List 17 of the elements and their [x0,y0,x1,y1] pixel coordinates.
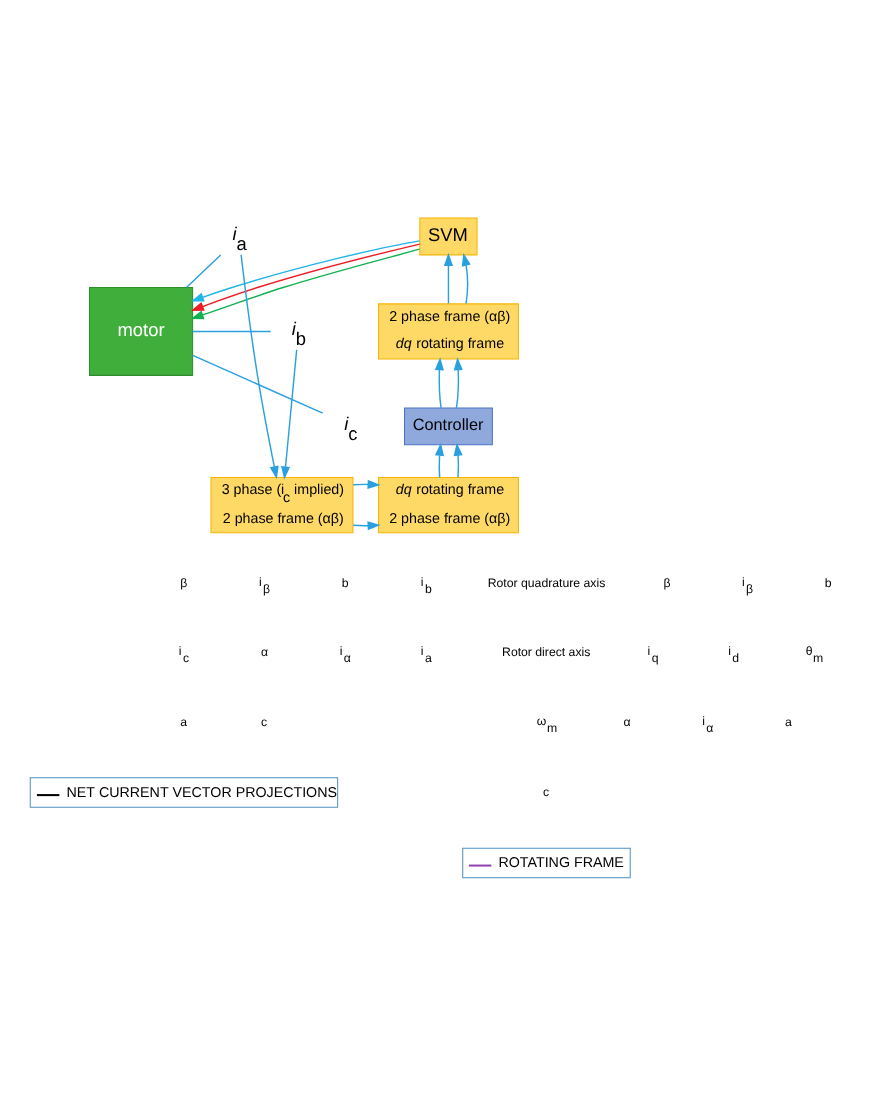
arrow [280,349,297,480]
arrow [460,252,470,305]
arrow [189,240,420,302]
connector [191,354,323,414]
connector [190,330,271,333]
arrow [433,357,443,409]
node-box: SVM [418,217,477,256]
arrow [433,442,444,479]
arrow [452,357,462,409]
arrow [189,243,420,311]
arrow [452,442,462,479]
arrow [189,248,420,320]
arrow [442,252,453,305]
arrow [239,254,278,480]
connector [185,254,221,288]
node-box: motor [87,287,193,376]
node-box: Controller [403,407,492,446]
